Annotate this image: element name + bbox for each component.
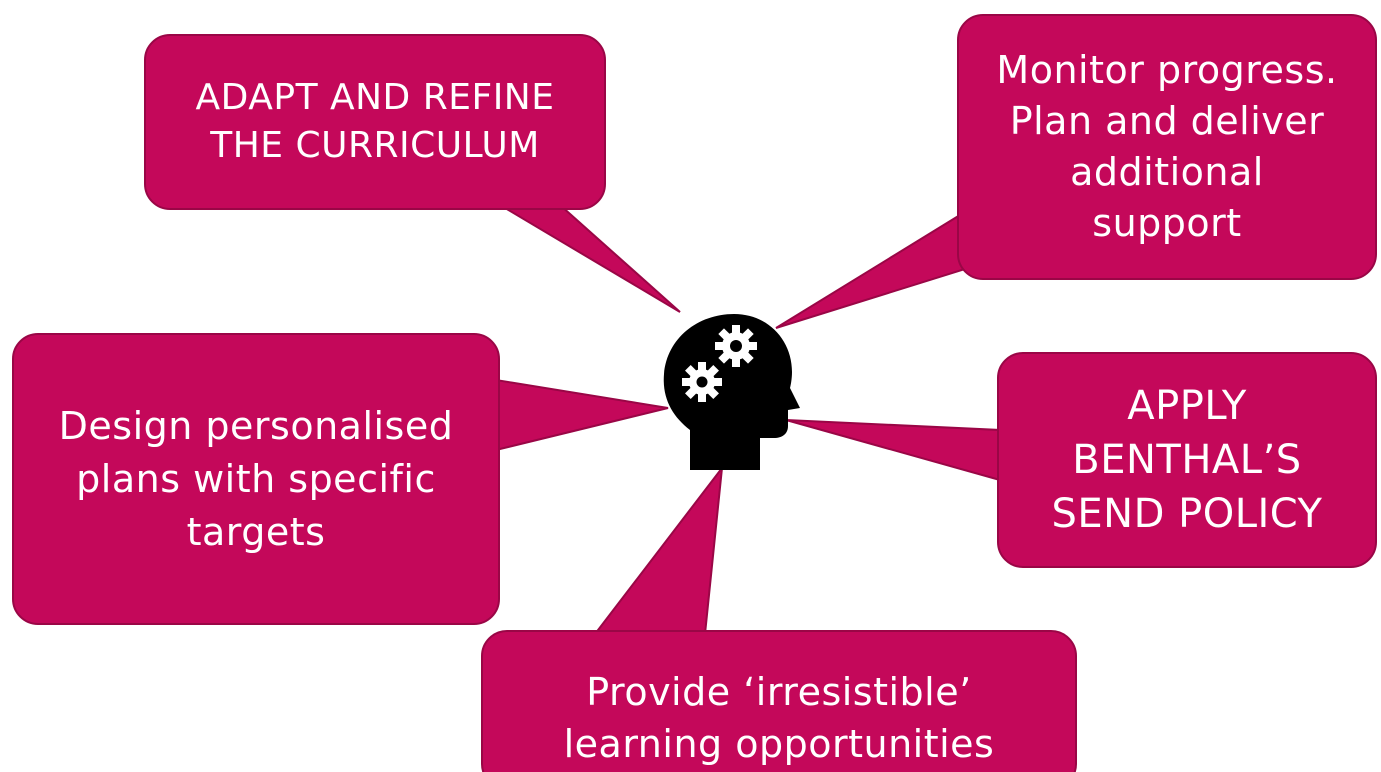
bubble-adapt-text: ADAPT AND REFINE THE CURRICULUM — [195, 77, 555, 166]
tail-apply — [785, 419, 1001, 482]
bubble-provide-opportunities: Provide ‘irresistible’ learning opportun… — [481, 630, 1077, 772]
bubble-monitor-text: Monitor progress. Plan and deliver addit… — [996, 48, 1338, 245]
head-with-gears-icon — [663, 314, 800, 470]
bubble-design-text: Design personalised plans with specific … — [58, 403, 454, 554]
bubble-provide-text: Provide ‘irresistible’ learning opportun… — [563, 670, 995, 766]
tail-design — [495, 378, 669, 452]
tail-adapt — [496, 204, 681, 313]
bubble-monitor-progress: Monitor progress. Plan and deliver addit… — [957, 14, 1377, 280]
tail-provide — [592, 464, 724, 635]
bubble-apply-policy: APPLY BENTHAL’S SEND POLICY — [997, 352, 1377, 568]
bubble-design-plans: Design personalised plans with specific … — [12, 333, 500, 625]
bubble-apply-text: APPLY BENTHAL’S SEND POLICY — [1051, 383, 1323, 537]
bubble-adapt-curriculum: ADAPT AND REFINE THE CURRICULUM — [144, 34, 606, 210]
